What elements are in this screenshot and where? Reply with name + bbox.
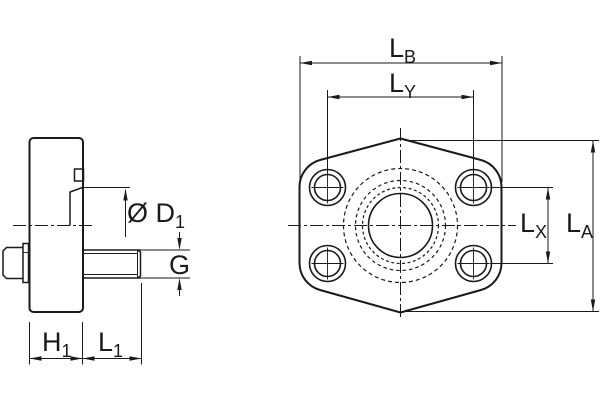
dim-g-arrowhead-bottom (177, 278, 182, 290)
dim-la-arrowhead-top (590, 140, 596, 153)
dim-label-lx: LX (520, 208, 547, 242)
dim-h1-arrowhead-right (70, 356, 83, 361)
dim-label-h1: H1 (42, 327, 72, 361)
dim-lb-arrowhead-right (490, 60, 502, 66)
dim-ly-arrowhead-right (461, 94, 474, 100)
stud-end-chamfer (137, 249, 142, 279)
dim-la: LA (405, 140, 599, 312)
bolt-hole-top-right (454, 168, 493, 207)
threaded-stud (83, 249, 142, 279)
oring-groove-notch (73, 168, 85, 182)
dim-g-arrowhead-top (177, 238, 182, 250)
dim-label-la: LA (566, 208, 593, 242)
dim-lx-arrowhead-top (545, 187, 551, 200)
dim-ly: LY (327, 68, 474, 172)
dim-thread-g: G (140, 232, 190, 296)
groove-outer-circle-hidden (342, 167, 459, 284)
dim-label-ly: LY (389, 68, 416, 102)
dim-lx: LX (490, 187, 553, 264)
dim-ly-arrowhead-left (327, 94, 340, 100)
front-view: LB LY LX LA (288, 33, 599, 320)
bolt-hole-bottom-right (454, 244, 493, 283)
dim-h1-l1: H1 L1 (29, 283, 142, 365)
groove-inner-circle-hidden (354, 179, 447, 272)
thread-circle-hidden (361, 186, 440, 265)
plug-body (2, 246, 23, 280)
dim-label-d1: Ø D1 (127, 198, 185, 232)
dim-bore-diameter: Ø D1 (123, 188, 185, 237)
dim-l1-arrowhead-left (82, 356, 95, 361)
bore-circle (367, 192, 434, 259)
side-view: Ø D1 G (2, 137, 190, 365)
dim-bore-arrowhead (123, 188, 128, 201)
bore-chamfer-line (69, 186, 83, 226)
dim-lb: LB (299, 33, 503, 182)
dim-lb-arrowhead-left (300, 60, 312, 66)
bolt-hole-bottom-left (308, 244, 347, 283)
plug-collar (22, 242, 30, 284)
dim-label-g: G (169, 250, 190, 280)
dim-label-lb: LB (389, 33, 416, 67)
bolt-hole-top-left (308, 168, 347, 207)
plug-head (2, 242, 30, 284)
dim-lx-arrowhead-bottom (545, 251, 551, 264)
bolt-hole-outer (308, 244, 347, 283)
dim-h1-arrowhead-left (29, 356, 42, 361)
dim-label-l1: L1 (98, 327, 123, 361)
dim-l1-arrowhead-right (129, 356, 142, 361)
dim-la-arrowhead-bottom (590, 299, 596, 312)
